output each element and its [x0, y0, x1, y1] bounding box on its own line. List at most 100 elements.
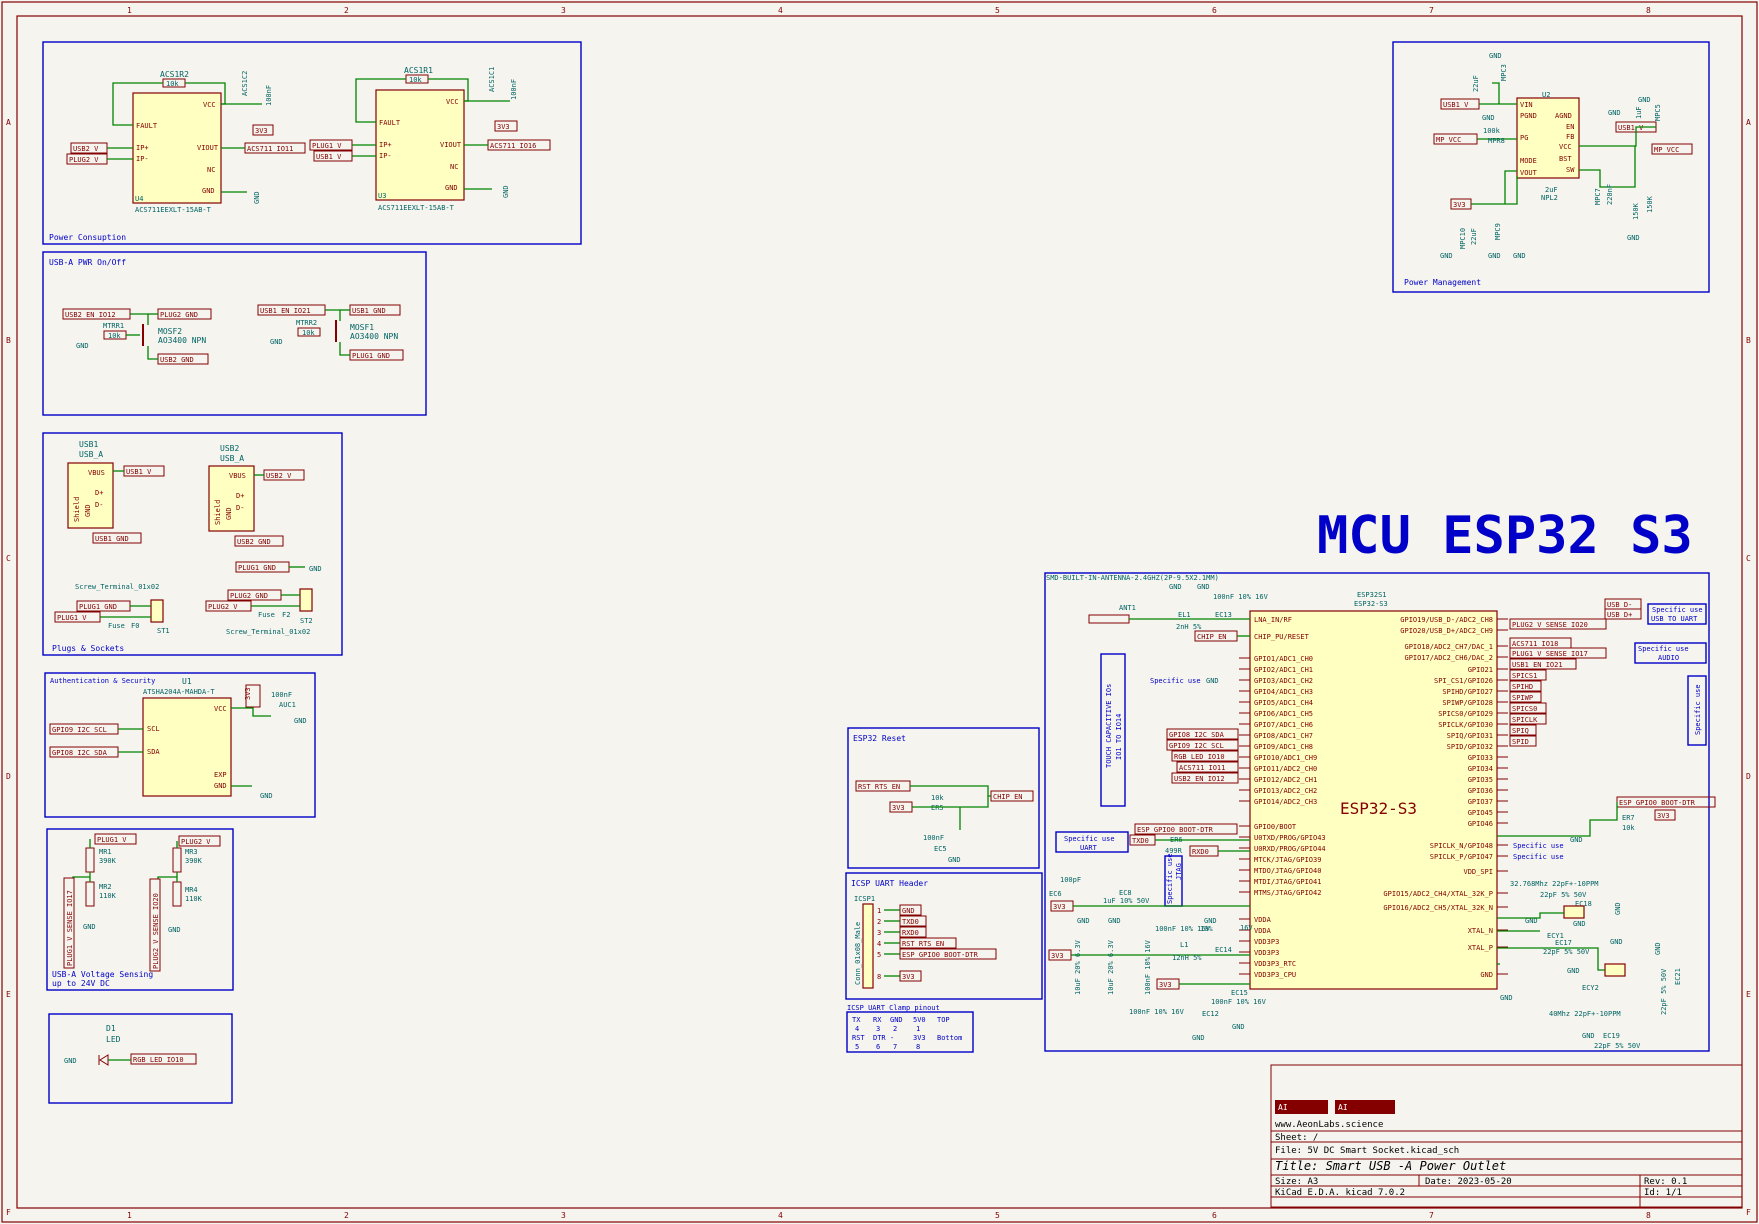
- svg-text:GND: GND: [1192, 1034, 1205, 1042]
- svg-text:USB1_GND: USB1_GND: [95, 535, 129, 543]
- esp-pin-label: GPIO1/ADC1_CH0: [1254, 655, 1313, 663]
- pinout-cell: 6: [876, 1043, 880, 1051]
- esp-pin-label: CHIP_PU/RESET: [1254, 633, 1310, 641]
- svg-text:3V3: 3V3: [1657, 812, 1670, 820]
- svg-text:GND: GND: [1525, 917, 1538, 925]
- row-marker: B: [6, 336, 11, 345]
- esp-pin-label: GPIO36: [1468, 787, 1493, 795]
- svg-text:GND: GND: [202, 187, 215, 195]
- svg-text:GND: GND: [1582, 1032, 1595, 1040]
- svg-text:100k: 100k: [1483, 127, 1501, 135]
- svg-text:MODE: MODE: [1520, 157, 1537, 165]
- esp-pin-label: VDD3P3: [1254, 938, 1279, 946]
- svg-text:2uF: 2uF: [1545, 186, 1558, 194]
- icsp-pin-num: 1: [877, 907, 881, 915]
- svg-text:100nF 10% 16V: 100nF 10% 16V: [1144, 939, 1152, 995]
- svg-text:110K: 110K: [185, 895, 203, 903]
- esp-pin-label: GPIO14/ADC2_CH3: [1254, 798, 1317, 806]
- svg-text:GND: GND: [214, 782, 227, 790]
- svg-text:110K: 110K: [99, 892, 117, 900]
- col-marker: 6: [1212, 1211, 1217, 1220]
- net-label: [1176, 761, 1239, 773]
- svg-text:File: 5V DC Smart Socket.kicad: File: 5V DC Smart Socket.kicad_sch: [1275, 1146, 1459, 1156]
- svg-text:10uF 20% 6.3V: 10uF 20% 6.3V: [1074, 939, 1082, 995]
- esp32-s3-module[interactable]: [1249, 610, 1498, 990]
- svg-text:USB2_V: USB2_V: [73, 145, 99, 153]
- acs711-u4[interactable]: [132, 92, 222, 204]
- net-label-text: PLUG2_V_SENSE_IO20: [1512, 621, 1588, 629]
- net-label: [1509, 713, 1547, 725]
- svg-text:10k: 10k: [1622, 824, 1635, 832]
- esp-pin-label: VDD_SPI: [1463, 868, 1493, 876]
- net-label-text: PLUG1_V_SENSE_IO17: [1512, 650, 1588, 658]
- svg-text:12nH 5%: 12nH 5%: [1172, 954, 1202, 962]
- svg-text:ICSP UART Clamp pinout: ICSP UART Clamp pinout: [847, 1004, 940, 1012]
- svg-text:3V3: 3V3: [1053, 903, 1066, 911]
- svg-text:AI: AI: [1278, 1103, 1288, 1112]
- usb1-connector[interactable]: [67, 462, 114, 529]
- usb2-connector[interactable]: [208, 465, 255, 532]
- atsha204a-u1[interactable]: [142, 697, 232, 797]
- svg-text:100nF: 100nF: [271, 691, 292, 699]
- svg-text:100nF 10% 16V: 100nF 10% 16V: [1129, 1008, 1185, 1016]
- svg-text:GND: GND: [445, 184, 458, 192]
- esp-pin-label: XTAL_N: [1468, 927, 1493, 935]
- svg-text:EC15: EC15: [1231, 989, 1248, 997]
- svg-text:Title: Smart USB -A Power Outl: Title: Smart USB -A Power Outlet: [1275, 1159, 1506, 1173]
- svg-text:2nH 5%: 2nH 5%: [1176, 623, 1202, 631]
- esp-pin-label: GPIO21: [1468, 666, 1493, 674]
- svg-text:GND: GND: [253, 191, 261, 204]
- svg-text:MP_VCC: MP_VCC: [1436, 136, 1461, 144]
- svg-text:VCC: VCC: [1559, 143, 1572, 151]
- svg-text:GND: GND: [84, 504, 92, 517]
- svg-text:GND: GND: [270, 338, 283, 346]
- screw-terminal-st2[interactable]: [299, 588, 313, 612]
- svg-text:USB1_V: USB1_V: [126, 468, 152, 476]
- screw-terminal-st1[interactable]: [150, 599, 164, 623]
- section-usb-pwr: USB-A PWR On/Off USB2_EN_IO12 PLUG2_GND …: [42, 251, 427, 416]
- svg-text:Fuse: Fuse: [108, 622, 125, 630]
- esp-pin-label: GPIO6/ADC1_CH5: [1254, 710, 1313, 718]
- svg-text:40Mhz 22pF+-10PPM: 40Mhz 22pF+-10PPM: [1549, 1010, 1621, 1018]
- crystal-40m[interactable]: [1604, 963, 1626, 977]
- svg-text:GND: GND: [1488, 252, 1501, 260]
- icsp-pin-num: 8: [877, 973, 881, 981]
- svg-text:Shield: Shield: [214, 500, 222, 525]
- col-marker: 6: [1212, 6, 1217, 15]
- section-voltage: USB-A Voltage Sensing up to 24V DC PLUG1…: [46, 828, 234, 991]
- svg-text:22pF 5% 50V: 22pF 5% 50V: [1543, 948, 1590, 956]
- svg-text:PLUG2_V: PLUG2_V: [208, 603, 238, 611]
- col-marker: 4: [778, 6, 783, 15]
- svg-text:PG: PG: [1520, 134, 1528, 142]
- logo-aeonlabs: [1275, 1100, 1328, 1114]
- svg-text:100nF: 100nF: [923, 834, 944, 842]
- svg-text:USB2_GND: USB2_GND: [237, 538, 271, 546]
- svg-text:BST: BST: [1559, 155, 1572, 163]
- net-label: [1509, 691, 1542, 703]
- title-block: AI AI www.AeonLabs.science Sheet: / File…: [1270, 1064, 1743, 1208]
- power-regulator-u2[interactable]: [1516, 97, 1580, 179]
- svg-text:100pF: 100pF: [1060, 876, 1081, 884]
- svg-text:3V3: 3V3: [1159, 981, 1172, 989]
- pinout-cell: 5: [855, 1043, 859, 1051]
- svg-text:AUDIO: AUDIO: [1658, 654, 1679, 662]
- svg-text:PLUG1_GND: PLUG1_GND: [352, 352, 390, 360]
- net-label: [1509, 680, 1542, 692]
- svg-text:VBUS: VBUS: [88, 469, 105, 477]
- svg-text:22pF 5% 50V: 22pF 5% 50V: [1660, 968, 1668, 1015]
- acs711-u3[interactable]: [375, 89, 465, 201]
- svg-text:ESP32S1: ESP32S1: [1357, 591, 1387, 599]
- svg-text:VBUS: VBUS: [229, 472, 246, 480]
- crystal-32k[interactable]: [1563, 905, 1585, 919]
- net-label-text: SPIWP: [1512, 694, 1533, 702]
- svg-text:U3: U3: [378, 192, 386, 200]
- icsp-connector[interactable]: [862, 903, 874, 989]
- svg-text:GND: GND: [1489, 52, 1502, 60]
- svg-text:GND: GND: [64, 1057, 77, 1065]
- esp-pin-label: VDDA: [1254, 916, 1272, 924]
- pinout-cell: TOP: [937, 1016, 950, 1024]
- esp-pin-label: GPIO3/ADC1_CH2: [1254, 677, 1313, 685]
- svg-text:Authentication & Security: Authentication & Security: [50, 677, 155, 685]
- svg-text:MTRR1: MTRR1: [103, 322, 124, 330]
- esp-pin-label: VDD3P3_CPU: [1254, 971, 1296, 979]
